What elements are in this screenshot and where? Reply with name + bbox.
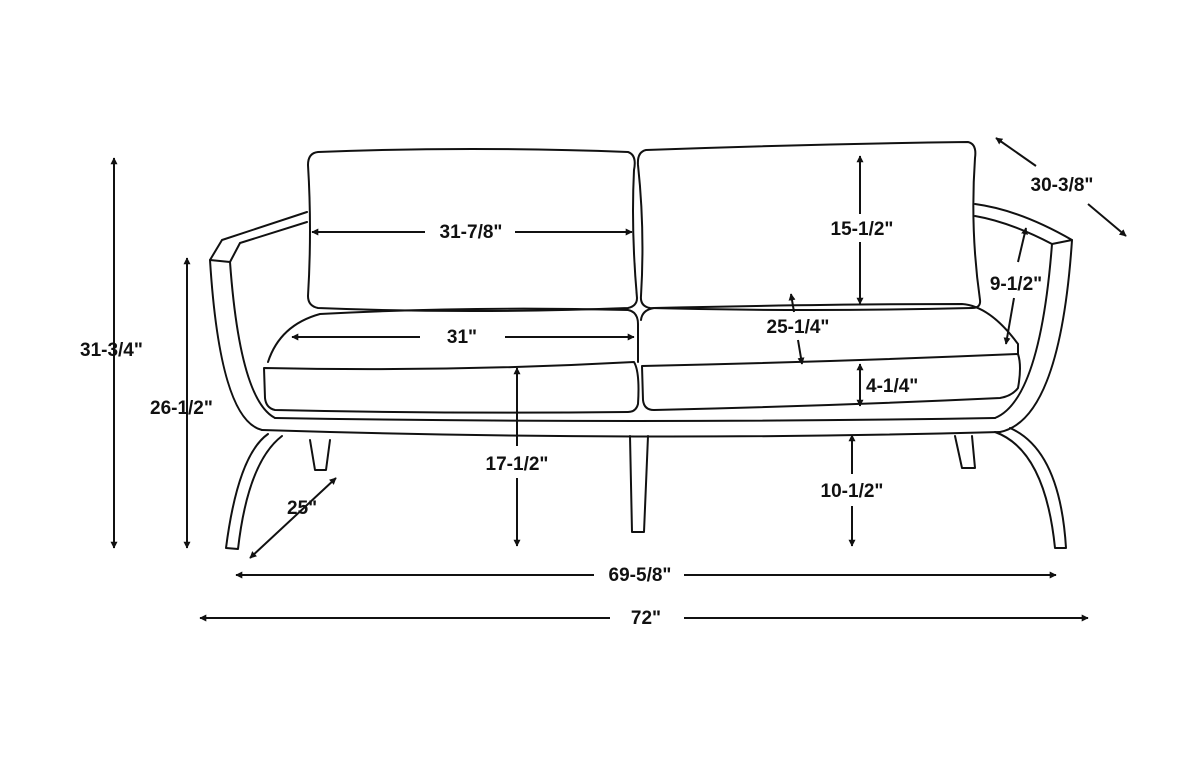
overall-depth-dimension-bottom	[1087, 203, 1127, 237]
inner-width-label: 69-5/8"	[609, 565, 672, 586]
right-arm-inner	[974, 215, 1053, 419]
left-back-cushion	[307, 148, 638, 312]
front-right-leg	[994, 427, 1067, 549]
left-arm-edge	[209, 259, 231, 263]
overall-depth-label: 30-3/8"	[1031, 175, 1094, 196]
right-back-cushion	[636, 141, 982, 311]
center-leg	[629, 435, 649, 533]
back-cushion-height-label: 15-1/2"	[831, 219, 894, 240]
right-seat-cushion	[641, 353, 1021, 411]
left-arm-inner	[229, 221, 308, 419]
back-cushion-width-label: 31-7/8"	[440, 222, 503, 243]
overall-height-label: 31-3/4"	[80, 340, 143, 361]
right-arm-edge	[1051, 239, 1073, 245]
seat-cushion-width-label: 31"	[447, 327, 477, 348]
leg-depth-label: 25"	[287, 498, 317, 519]
leg-depth-dimension	[249, 477, 337, 559]
seat-height-label: 17-1/2"	[486, 454, 549, 475]
back-left-leg	[309, 439, 331, 471]
arm-height-label: 26-1/2"	[150, 398, 213, 419]
seat-cushion-thickness-label: 4-1/4"	[866, 376, 918, 397]
seat-depth-label: 25-1/4"	[767, 317, 830, 338]
back-right-leg	[954, 435, 976, 469]
right-arm-outer	[974, 203, 1073, 433]
arm-panel-height-label: 9-1/2"	[990, 274, 1042, 295]
overall-width-label: 72"	[631, 608, 661, 629]
arm-panel-height-dimension-top	[1017, 227, 1028, 263]
left-seat-top	[267, 307, 639, 363]
overall-depth-dimension-top	[995, 137, 1037, 167]
clearance-label: 10-1/2"	[821, 481, 884, 502]
sofa-drawing	[209, 141, 1073, 550]
left-arm-outer	[209, 211, 308, 431]
dimension-lines	[110, 137, 1127, 622]
seat-depth-dimension-bottom	[797, 339, 805, 365]
left-seat-cushion	[263, 361, 640, 414]
base-rail	[261, 417, 1001, 438]
seat-depth-dimension-top	[788, 293, 796, 313]
dimension-labels: 31-3/4" 26-1/2" 25" 31-7/8" 31" 17-1/2" …	[80, 175, 1093, 629]
arm-panel-height-dimension-bottom	[1003, 297, 1015, 345]
front-left-leg	[225, 433, 283, 550]
right-seat-top	[640, 303, 1019, 355]
